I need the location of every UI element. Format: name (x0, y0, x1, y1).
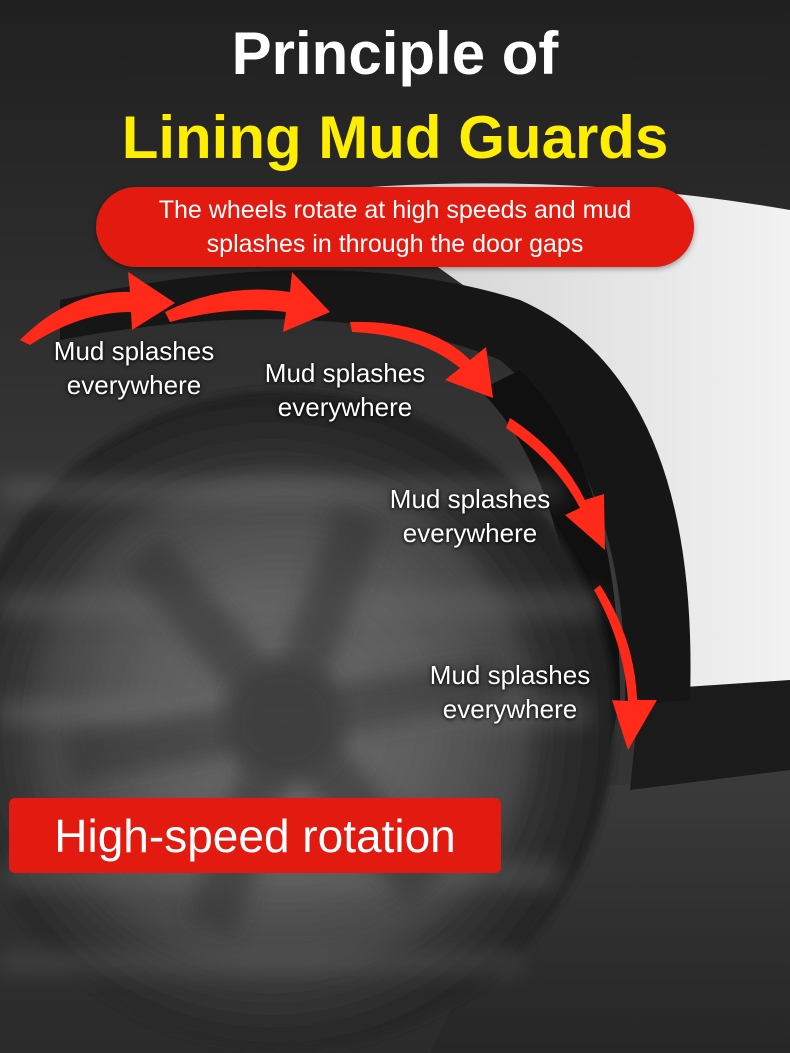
subtitle-text: The wheels rotate at high speeds and mud… (115, 193, 675, 261)
mud-splash-label-2: Mud splashes everywhere (230, 356, 460, 424)
label-line-2: everywhere (277, 392, 413, 422)
arrow-1 (20, 272, 175, 345)
label-line-2: everywhere (402, 518, 538, 548)
label-line-1: Mud splashes (264, 358, 426, 388)
label-line-2: everywhere (442, 694, 578, 724)
label-line-1: Mud splashes (429, 660, 591, 690)
subtitle-line-1: The wheels rotate at high speeds and mud (158, 196, 632, 224)
mud-splash-label-4: Mud splashes everywhere (395, 658, 625, 726)
high-speed-rotation-banner: High-speed rotation (9, 798, 501, 873)
subtitle-line-2: splashes in through the door gaps (206, 230, 584, 258)
arrow-4 (506, 418, 605, 550)
mud-splash-label-1: Mud splashes everywhere (19, 334, 249, 402)
label-line-1: Mud splashes (53, 336, 215, 366)
arrow-2 (165, 272, 330, 332)
mud-splash-label-3: Mud splashes everywhere (355, 482, 585, 550)
label-line-2: everywhere (66, 370, 202, 400)
title-line-1: Principle of (231, 20, 559, 87)
title-line-2: Lining Mud Guards (121, 104, 669, 171)
arrow-3 (350, 321, 493, 398)
splash-arrows (20, 272, 657, 750)
arrow-5 (594, 585, 657, 750)
label-line-1: Mud splashes (389, 484, 551, 514)
subtitle-pill: The wheels rotate at high speeds and mud… (96, 187, 694, 267)
